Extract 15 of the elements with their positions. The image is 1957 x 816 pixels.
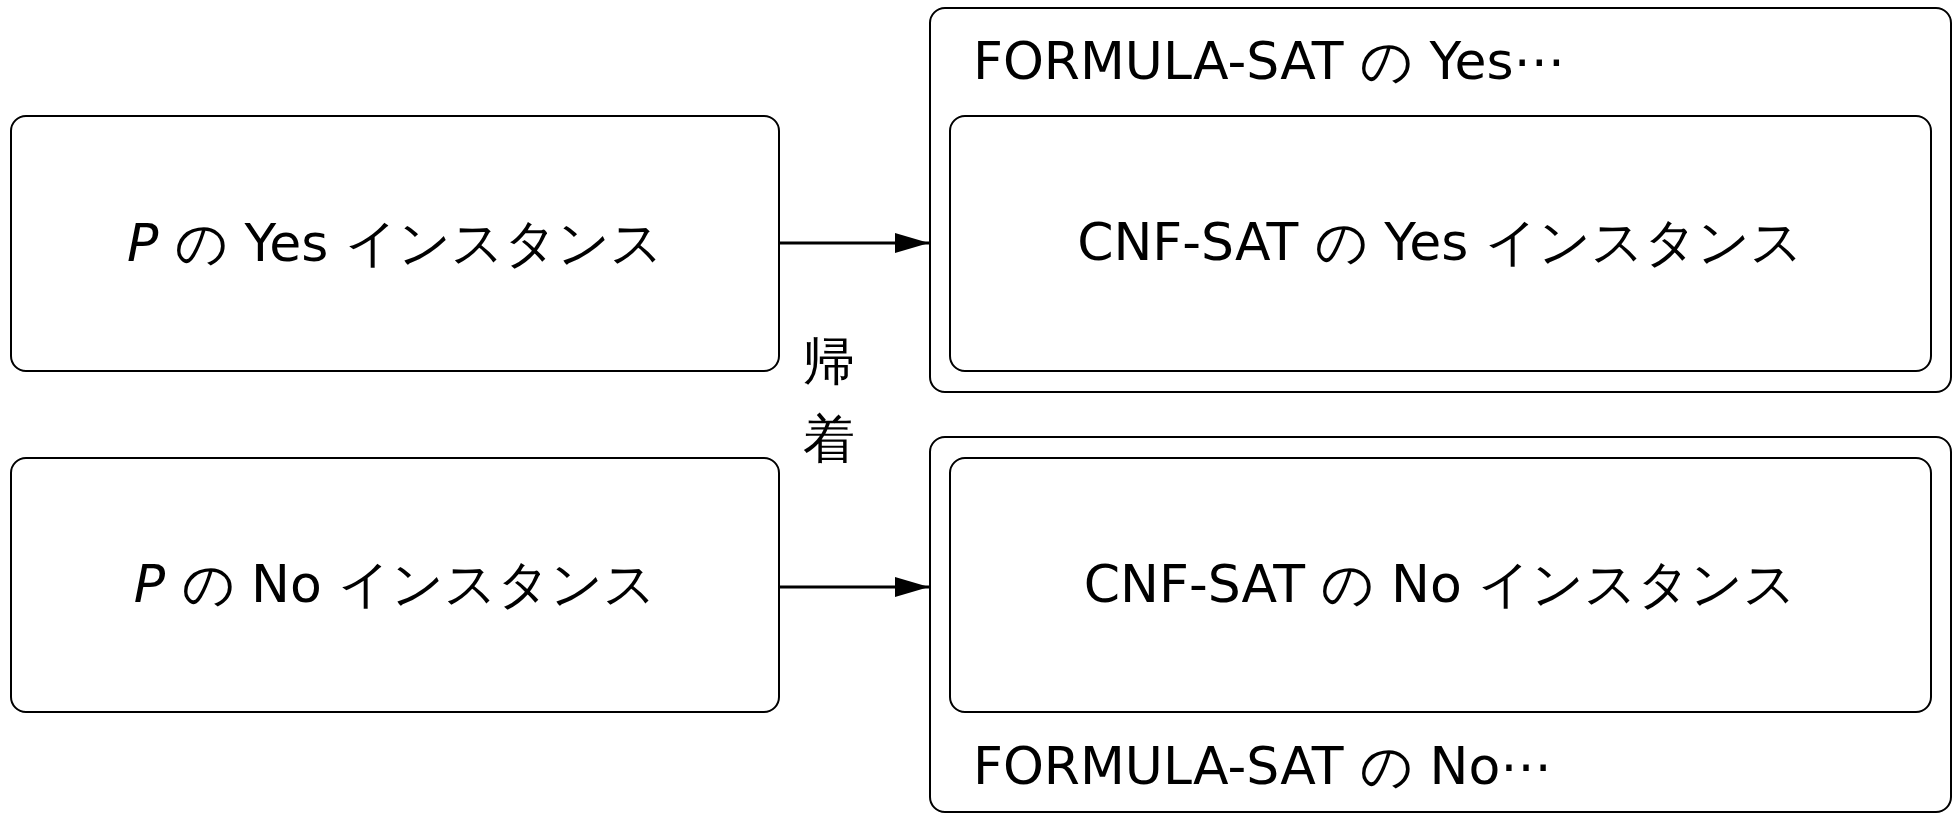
instance-box <box>948 114 1932 372</box>
box-label: P の Yes インスタンス <box>127 214 663 273</box>
reduction-label: 帰着 <box>803 330 856 471</box>
instance-box <box>10 115 780 372</box>
box-label: P の No インスタンス <box>133 556 657 614</box>
instance-box <box>10 457 780 713</box>
box-label: CNF-SAT の No インスタンス <box>1083 555 1797 614</box>
group-heading: FORMULA-SAT の No⋯ <box>973 737 1553 795</box>
group-heading: FORMULA-SAT の Yes⋯ <box>973 33 1566 91</box>
group-box <box>929 436 1952 813</box>
group-box <box>929 7 1952 393</box>
arrow <box>780 577 929 597</box>
arrow <box>780 233 929 253</box>
instance-box <box>948 456 1932 713</box>
box-label: CNF-SAT の Yes インスタンス <box>1077 214 1803 272</box>
